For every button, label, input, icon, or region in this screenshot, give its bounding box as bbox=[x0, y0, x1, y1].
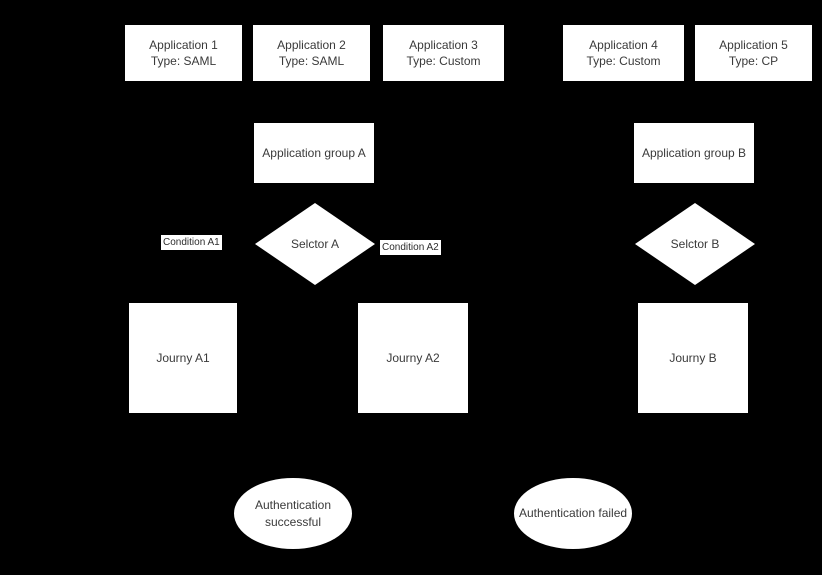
application-type: Type: Custom bbox=[586, 54, 661, 68]
outcome-line-1: Authentication bbox=[518, 506, 596, 521]
application-name: Application 4 bbox=[589, 37, 658, 52]
application-box-1[interactable]: Application 1 Type: SAML bbox=[125, 25, 242, 81]
outcome-line-2: failed bbox=[598, 506, 628, 521]
outcome-line-1: Authentication bbox=[254, 497, 332, 512]
journey-label: Journy B bbox=[669, 350, 717, 365]
journey-box-b[interactable]: Journy B bbox=[638, 303, 748, 413]
application-name: Application 5 bbox=[719, 37, 788, 52]
outcome-ellipse-success[interactable]: Authentication successful bbox=[234, 478, 352, 549]
condition-label-a2: Condition A2 bbox=[380, 240, 441, 255]
application-group-label: Application group B bbox=[641, 145, 747, 160]
condition-text: Condition A2 bbox=[382, 242, 439, 253]
application-name: Application 1 bbox=[149, 37, 218, 52]
application-box-2[interactable]: Application 2 Type: SAML bbox=[253, 25, 370, 81]
journey-box-a2[interactable]: Journy A2 bbox=[358, 303, 468, 413]
application-group-box-a[interactable]: Application group A bbox=[254, 123, 374, 183]
application-type: Type: SAML bbox=[150, 54, 217, 68]
outcome-ellipse-failed[interactable]: Authentication failed bbox=[514, 478, 632, 549]
condition-label-a1: Condition A1 bbox=[161, 235, 222, 250]
outcome-line-2: successful bbox=[264, 514, 322, 529]
application-box-3[interactable]: Application 3 Type: Custom bbox=[383, 25, 504, 81]
application-box-4[interactable]: Application 4 Type: Custom bbox=[563, 25, 684, 81]
application-name: Application 3 bbox=[409, 37, 478, 52]
journey-box-a1[interactable]: Journy A1 bbox=[129, 303, 237, 413]
application-group-label: Application group A bbox=[262, 145, 366, 160]
application-type: Type: SAML bbox=[278, 54, 345, 68]
selector-diamond-b[interactable]: Selctor B bbox=[635, 203, 755, 285]
journey-label: Journy A2 bbox=[386, 350, 440, 365]
condition-text: Condition A1 bbox=[163, 237, 220, 248]
application-type: Type: Custom bbox=[406, 54, 481, 68]
application-type: Type: CP bbox=[728, 54, 779, 68]
application-group-box-b[interactable]: Application group B bbox=[634, 123, 754, 183]
selector-diamond-a[interactable]: Selctor A bbox=[255, 203, 375, 285]
application-box-5[interactable]: Application 5 Type: CP bbox=[695, 25, 812, 81]
selector-label: Selctor B bbox=[670, 237, 720, 251]
selector-label: Selctor A bbox=[290, 237, 340, 251]
application-name: Application 2 bbox=[277, 37, 346, 52]
journey-label: Journy A1 bbox=[156, 350, 210, 365]
